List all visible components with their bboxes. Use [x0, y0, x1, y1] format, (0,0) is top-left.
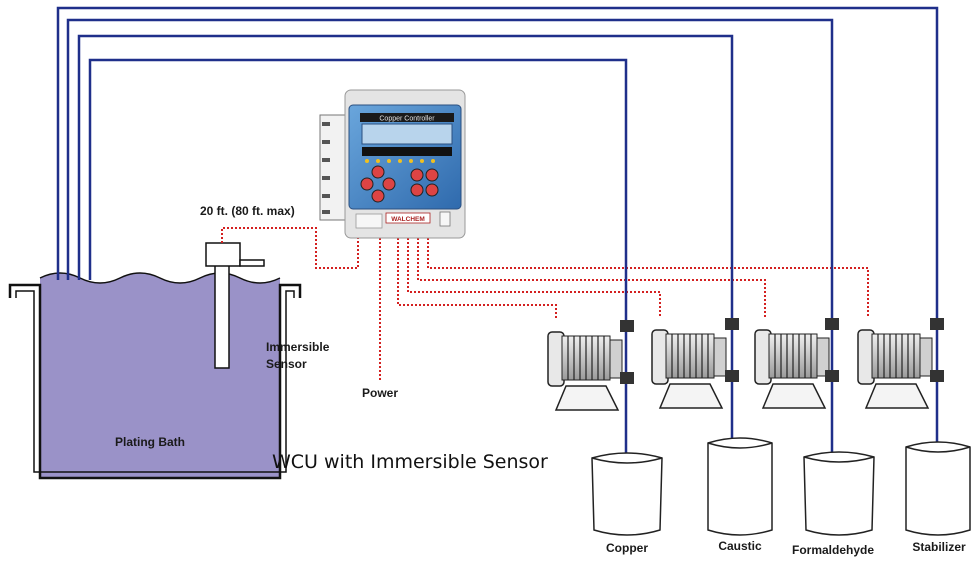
controller-side-panel [319, 114, 347, 221]
chemical-label-stabilizer: Stabilizer [912, 540, 966, 554]
side-connector [322, 122, 330, 126]
controller-display [361, 123, 453, 145]
controller-title-bar [360, 113, 454, 122]
tube-caustic [77, 34, 734, 485]
pump-cooling-fins [671, 334, 709, 378]
pump-head [919, 337, 933, 377]
keypad-down-button [371, 189, 385, 203]
drum-rim [707, 442, 773, 449]
indicator-led [376, 159, 380, 163]
indicator-leds [365, 159, 435, 163]
indicator-led [409, 159, 413, 163]
indicator-led [387, 159, 391, 163]
pump-base [658, 383, 724, 409]
signal-wire-formaldehyde [417, 238, 766, 318]
keypad-up-button [371, 165, 385, 179]
controller-title: Copper Controller [379, 116, 435, 123]
keypad-right-button [382, 177, 396, 191]
sensor-label-line2: Sensor [266, 357, 307, 371]
drum-formaldehyde [803, 451, 875, 536]
cable-length-label: 20 ft. (80 ft. max) [200, 204, 295, 218]
tube-formaldehyde [66, 18, 834, 490]
keypad-function-button [425, 183, 439, 197]
pump-discharge-valve [620, 320, 634, 332]
pump-cooling-fins [774, 334, 812, 378]
pump-suction-valve [620, 372, 634, 384]
pump-base [864, 383, 930, 409]
tube-copper [88, 58, 628, 488]
pump-cooling-fins [877, 334, 915, 378]
tank-wall [8, 283, 302, 480]
sensor-label-line1: Immersible [266, 340, 330, 354]
side-connector [322, 140, 330, 144]
side-connector [322, 158, 330, 162]
sensor-head [205, 242, 241, 267]
signal-wires [221, 227, 869, 380]
sensor-probe [214, 264, 230, 369]
tube-stabilizer [56, 6, 939, 488]
drum-caustic [707, 437, 773, 536]
bath-label: Plating Bath [115, 435, 185, 449]
indicator-led [420, 159, 424, 163]
brand-plate [385, 212, 431, 224]
signal-wire-stabilizer [427, 238, 869, 318]
pump-cooling-fins [567, 336, 605, 380]
pump-suction-valve [930, 370, 944, 382]
side-connector [322, 176, 330, 180]
tank-inner-wall [15, 290, 295, 473]
controller-brand: WALCHEM [391, 216, 425, 223]
controller-label-plate [355, 213, 383, 229]
drum-copper [591, 452, 663, 536]
controller-keypad [360, 165, 439, 203]
side-connector [322, 194, 330, 198]
chemical-drums [591, 437, 971, 536]
indicator-led [365, 159, 369, 163]
drum-rim [905, 446, 971, 453]
sensor-bracket [239, 259, 265, 267]
power-label: Power [362, 386, 398, 400]
keypad-function-button [425, 168, 439, 182]
metering-pump-stabilizer [857, 318, 944, 409]
chemical-label-caustic: Caustic [718, 539, 762, 553]
keypad-function-button [410, 183, 424, 197]
pump-discharge-valve [725, 318, 739, 330]
metering-pump-formaldehyde [754, 318, 839, 409]
indicator-led [398, 159, 402, 163]
pump-discharge-valve [930, 318, 944, 330]
diagram-caption: WCU with Immersible Sensor [272, 451, 548, 473]
signal-wire-copper [397, 238, 557, 320]
keypad-function-button [410, 168, 424, 182]
drum-rim [591, 457, 663, 464]
pump-suction-valve [725, 370, 739, 382]
pump-suction-valve [825, 370, 839, 382]
metering-pump-caustic [651, 318, 739, 409]
metering-pump-copper [547, 320, 634, 411]
chemical-feed-tubes [56, 6, 939, 490]
chemical-label-copper: Copper [606, 541, 648, 555]
signal-wire-caustic [407, 238, 661, 318]
pump-base [554, 385, 620, 411]
indicator-led [431, 159, 435, 163]
pump-head [816, 337, 830, 377]
keypad-left-button [360, 177, 374, 191]
side-connector [322, 210, 330, 214]
sensor-cable [221, 227, 359, 269]
walchem-controller: Copper Controller WALCHEM [319, 89, 466, 239]
pump-head [713, 337, 727, 377]
plating-bath-tank: Plating Bath [8, 272, 302, 480]
controller-side-port [439, 211, 451, 227]
drum-rim [803, 456, 875, 463]
chemical-label-formaldehyde: Formaldehyde [792, 543, 874, 557]
pump-discharge-valve [825, 318, 839, 330]
controller-led-strip [362, 147, 452, 156]
drum-stabilizer [905, 441, 971, 536]
pump-head [609, 339, 623, 379]
pump-base [761, 383, 827, 409]
